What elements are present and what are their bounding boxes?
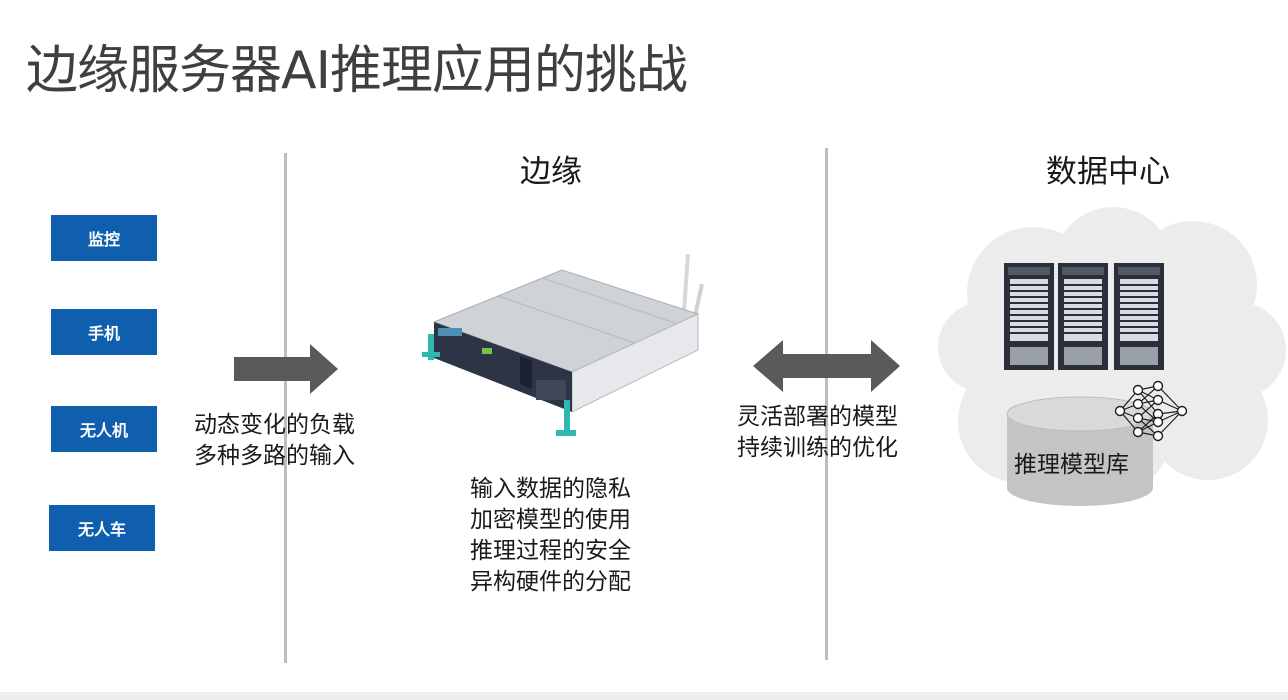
- deploy-line: 灵活部署的模型: [737, 404, 898, 430]
- deploy-line: 持续训练的优化: [737, 435, 898, 461]
- database-icon: [1006, 396, 1154, 506]
- model-database-label: 推理模型库: [1014, 452, 1129, 478]
- workload-text: 动态变化的负载 多种多路的输入: [194, 410, 355, 472]
- bottom-band: [0, 692, 1288, 700]
- deploy-text: 灵活部署的模型 持续训练的优化: [737, 402, 898, 464]
- section-label-edge: 边缘: [520, 154, 582, 190]
- edge-server-icon: [422, 253, 704, 436]
- edge-challenge-line: 加密模型的使用: [470, 507, 631, 533]
- arrow-right-icon: [234, 344, 338, 394]
- edge-challenge-line: 推理过程的安全: [470, 538, 631, 564]
- workload-line: 动态变化的负载: [194, 412, 355, 438]
- neural-network-icon: [1114, 380, 1188, 442]
- source-box-vehicle: 无人车: [49, 505, 155, 551]
- divider-right: [825, 148, 828, 660]
- workload-line: 多种多路的输入: [194, 443, 355, 469]
- source-box-surveillance: 监控: [51, 215, 157, 261]
- edge-challenge-line: 异构硬件的分配: [470, 569, 631, 595]
- source-box-phone: 手机: [51, 309, 157, 355]
- double-arrow-icon: [753, 340, 900, 392]
- divider-left: [284, 153, 287, 663]
- page-title: 边缘服务器AI推理应用的挑战: [26, 41, 688, 101]
- source-box-drone: 无人机: [51, 406, 157, 452]
- edge-challenge-line: 输入数据的隐私: [470, 476, 631, 502]
- edge-challenges-text: 输入数据的隐私 加密模型的使用 推理过程的安全 异构硬件的分配: [470, 474, 631, 598]
- server-racks-icon: [1004, 263, 1164, 370]
- section-label-datacenter: 数据中心: [1046, 154, 1170, 190]
